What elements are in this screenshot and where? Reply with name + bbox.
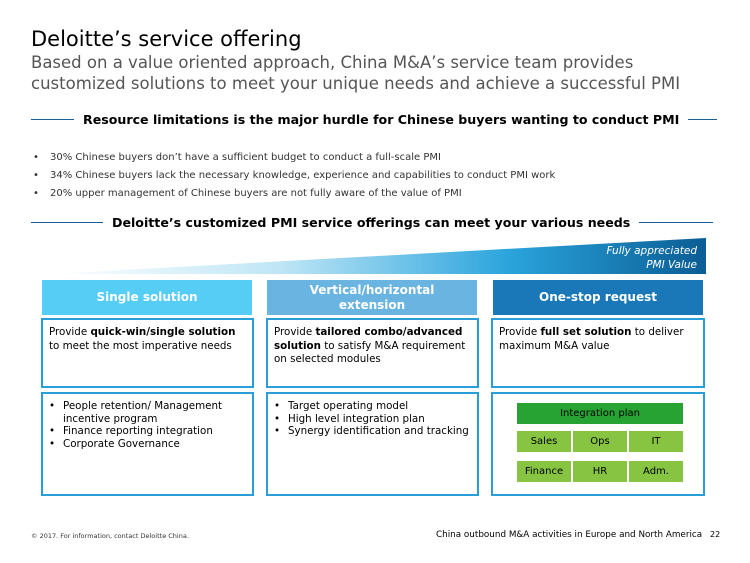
integration-cell-it: IT (629, 431, 683, 452)
bullet-icon: • (33, 188, 39, 199)
value-wedge-graphic (50, 238, 706, 274)
list-item: •High level integration plan (274, 412, 425, 425)
wedge-label: Fully appreciated PMI Value (606, 245, 697, 271)
col-desc-single-solution: Provide quick-win/single solution to mee… (41, 318, 254, 388)
col-list-vertical-horizontal: •Target operating model •High level inte… (266, 392, 479, 496)
section1-heading: Resource limitations is the major hurdle… (83, 111, 680, 127)
list-item: •Finance reporting integration (49, 425, 213, 437)
list-item: •Synergy identification and tracking (274, 425, 469, 437)
bullet-icon: • (49, 425, 56, 437)
integration-cell-sales: Sales (517, 431, 571, 452)
divider-line (31, 221, 103, 223)
page-number: 22 (710, 530, 721, 539)
list-item: •Corporate Governance (49, 437, 180, 450)
page-subtitle: Based on a value oriented approach, Chin… (31, 53, 681, 93)
bullet-icon: • (274, 412, 281, 425)
col-desc-one-stop: Provide full set solution to deliver max… (491, 318, 705, 388)
col-list-single-solution: •People retention/ Management incentive … (41, 392, 254, 496)
list-item: •30% Chinese buyers don’t have a suffici… (33, 151, 555, 169)
footer-title: China outbound M&A activities in Europe … (436, 530, 703, 540)
page-title: Deloitte’s service offering (31, 27, 302, 51)
section2-heading-row: Deloitte’s customized PMI service offeri… (31, 212, 713, 232)
bullet-icon: • (49, 437, 56, 450)
integration-cell-finance: Finance (517, 461, 571, 482)
bullet-icon: • (49, 400, 56, 412)
bullet-icon: • (274, 425, 281, 437)
integration-cell-adm: Adm. (629, 461, 683, 482)
col-head-one-stop: One-stop request (493, 280, 703, 315)
list-item: •Target operating model (274, 400, 409, 412)
bullet-icon: • (33, 170, 39, 181)
integration-cell-ops: Ops (573, 431, 627, 452)
list-item: •20% upper management of Chinese buyers … (33, 187, 555, 205)
divider-line (31, 118, 74, 120)
integration-plan-bar: Integration plan (517, 403, 683, 424)
hurdle-bullet-list: •30% Chinese buyers don’t have a suffici… (33, 151, 555, 205)
divider-line (688, 118, 718, 120)
col-desc-vertical-horizontal: Provide tailored combo/advanced solution… (266, 318, 479, 388)
divider-line (639, 221, 713, 223)
bullet-icon: • (33, 152, 39, 163)
col-head-vertical-horizontal: Vertical/horizontal extension (267, 280, 477, 315)
footer-copyright: © 2017. For information, contact Deloitt… (31, 532, 189, 540)
section2-heading: Deloitte’s customized PMI service offeri… (112, 214, 631, 230)
bullet-icon: • (274, 400, 281, 412)
section1-heading-row: Resource limitations is the major hurdle… (31, 109, 718, 129)
list-item: •People retention/ Management incentive … (49, 400, 223, 425)
integration-cell-hr: HR (573, 461, 627, 482)
list-item: •34% Chinese buyers lack the necessary k… (33, 169, 555, 187)
col-head-single-solution: Single solution (42, 280, 252, 315)
